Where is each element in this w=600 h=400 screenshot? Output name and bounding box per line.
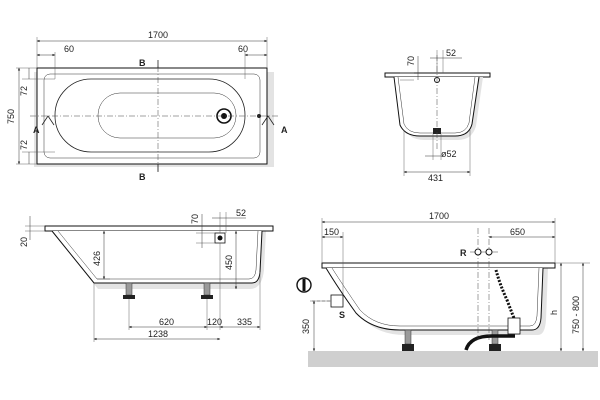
dim-install-siphon-height: 350 <box>301 319 311 334</box>
install-leg-left-foot <box>402 344 414 351</box>
dim-side-depth: 426 <box>92 251 102 266</box>
install-siphon-symbol-bar <box>302 279 306 291</box>
dim-install-fitting: 650 <box>510 227 525 237</box>
section-a-right-arrow <box>261 115 275 126</box>
side-leg-left-foot <box>123 295 135 299</box>
install-tub-inner <box>331 267 540 327</box>
side-section-view: 20 426 450 70 52 620 120 335 1238 <box>19 208 274 342</box>
dim-a-waste: ø52 <box>441 149 457 159</box>
dim-plan-inner-top: 72 <box>19 86 29 96</box>
install-leg-right-foot <box>489 344 501 351</box>
installation-view: S R 1700 150 650 350 h 750 - <box>296 211 598 367</box>
dim-install-left-offset: 150 <box>324 227 339 237</box>
section-a-right-label: A <box>281 125 288 135</box>
side-rim <box>44 225 274 232</box>
plan-drain-inner <box>221 113 227 119</box>
install-fitting-b <box>485 248 493 256</box>
install-tub-rim <box>321 262 556 269</box>
dim-side-leg-spacing: 620 <box>159 317 174 327</box>
section-a-rim <box>384 72 491 78</box>
dim-a-base: 431 <box>428 173 443 183</box>
install-siphon-box <box>330 294 344 308</box>
section-a-left-label: A <box>33 125 40 135</box>
dim-side-overflow: 450 <box>224 255 234 270</box>
dim-plan-inner-bottom: 72 <box>19 140 29 150</box>
dim-plan-width: 750 <box>6 109 16 124</box>
dim-install-height-label: h <box>549 310 559 315</box>
install-drain-connector <box>507 317 521 335</box>
install-leg-left <box>404 329 412 345</box>
dim-a-outlet: 52 <box>446 48 456 58</box>
side-leg-right-foot <box>201 295 213 299</box>
dim-plan-length: 1700 <box>148 30 168 40</box>
dim-side-total: 1238 <box>148 329 168 339</box>
install-fitting-label: R <box>460 248 467 258</box>
section-b-top-label: B <box>139 58 146 68</box>
install-floor <box>308 351 598 367</box>
install-drain-pipe <box>464 334 515 351</box>
side-leg-left <box>125 282 133 296</box>
dim-a-rim: 70 <box>406 56 416 66</box>
dim-side-end-offset: 335 <box>237 317 252 327</box>
install-siphon-label: S <box>339 310 345 320</box>
side-inner <box>57 230 259 280</box>
section-a-view: 52 70 ø52 431 <box>384 48 491 183</box>
section-a-waste <box>433 128 441 134</box>
plan-view: B B A A 1700 60 60 750 72 72 <box>6 30 288 182</box>
dim-install-height-range: 750 - 800 <box>571 296 581 334</box>
plan-basin-outer <box>54 78 246 153</box>
section-a-shell <box>393 76 480 137</box>
dim-install-length: 1700 <box>429 211 449 221</box>
dim-plan-left-offset: 60 <box>64 44 74 54</box>
dim-side-leg-offset: 120 <box>207 317 222 327</box>
dim-side-outlet: 52 <box>236 208 246 218</box>
plan-basin-inner <box>97 92 237 139</box>
side-overflow-outlet <box>217 235 223 241</box>
dim-side-rim: 20 <box>19 237 29 247</box>
dim-side-rim-depth: 70 <box>190 214 200 224</box>
side-leg-right <box>203 282 211 296</box>
install-fitting-a <box>474 248 482 256</box>
section-a-left-arrow <box>41 115 55 126</box>
dim-plan-right-offset: 60 <box>238 44 248 54</box>
section-b-bottom-label: B <box>139 172 146 182</box>
